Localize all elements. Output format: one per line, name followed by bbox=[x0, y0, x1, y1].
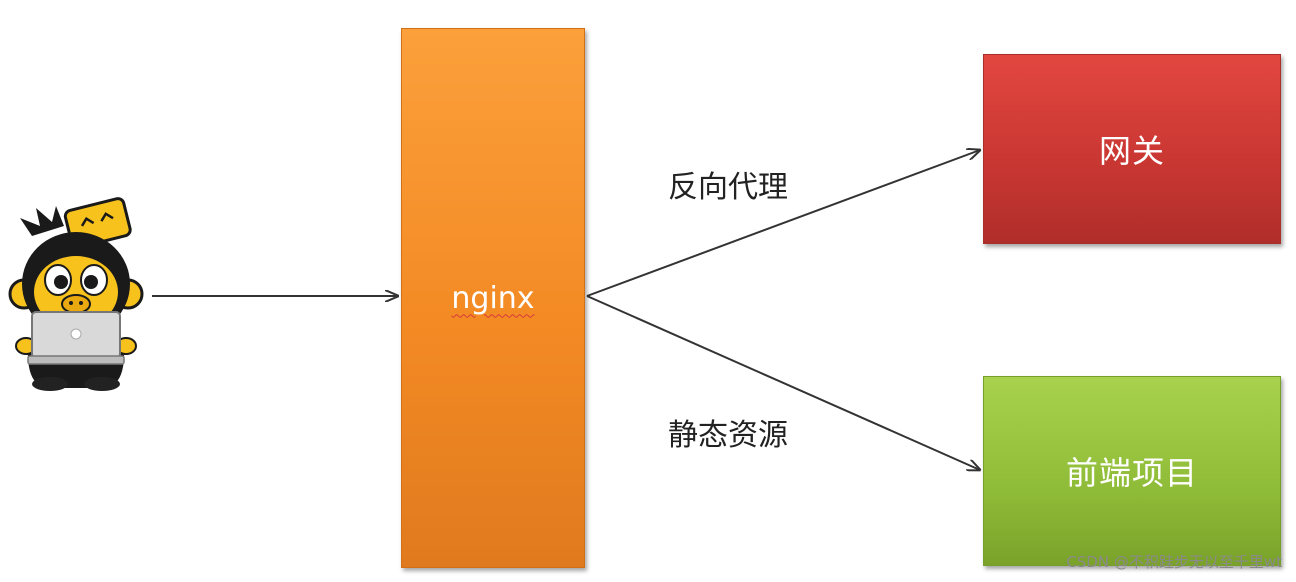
gateway-node: 网关 bbox=[983, 54, 1281, 244]
watermark: CSDN @不积跬步无以至千里wt bbox=[1066, 553, 1282, 571]
nginx-node: nginx bbox=[401, 28, 585, 568]
static-resources-label: 静态资源 bbox=[668, 418, 788, 453]
arrow-nginx-to-gateway bbox=[586, 150, 980, 297]
reverse-proxy-label: 反向代理 bbox=[668, 170, 788, 205]
user-monkey-icon bbox=[8, 197, 144, 391]
arrow-nginx-to-frontend bbox=[586, 295, 980, 470]
frontend-node: 前端项目 bbox=[983, 376, 1281, 566]
frontend-label: 前端项目 bbox=[1065, 454, 1198, 492]
nginx-label: nginx bbox=[451, 280, 535, 316]
gateway-label: 网关 bbox=[1098, 132, 1165, 170]
